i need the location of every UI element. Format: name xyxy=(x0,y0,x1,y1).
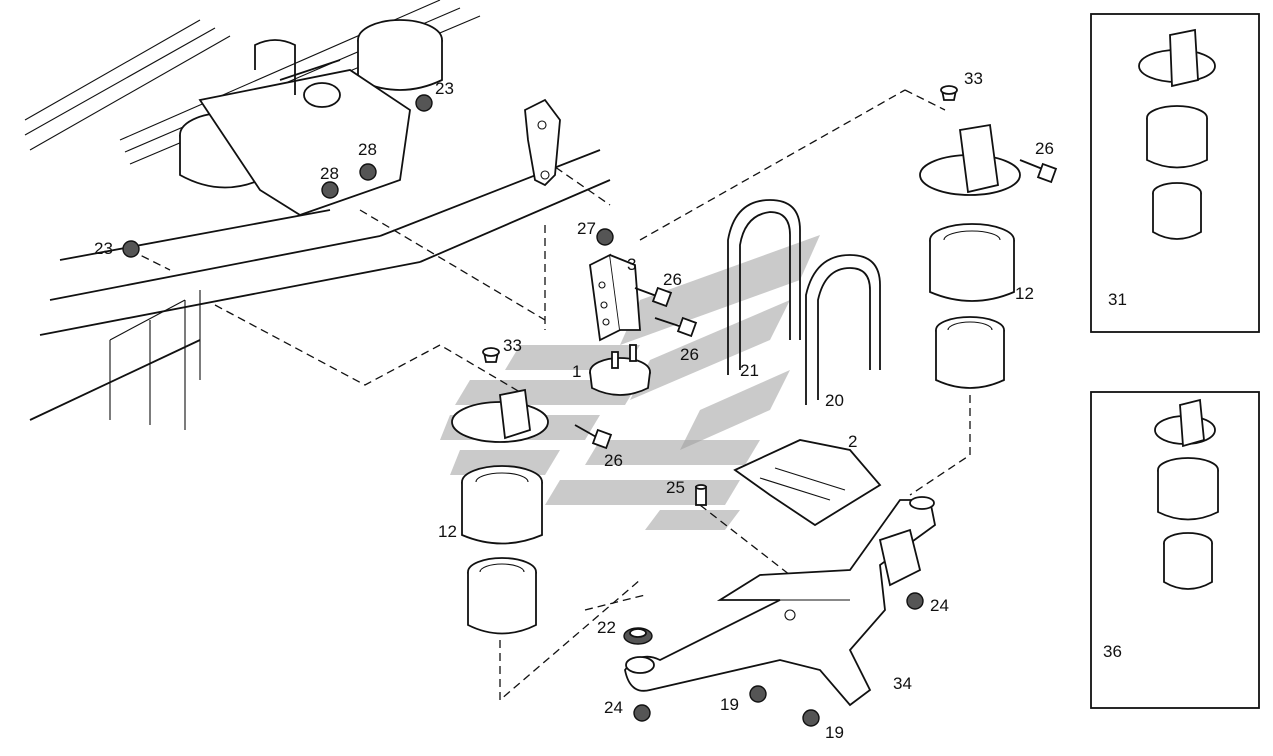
right-piston xyxy=(935,316,1005,389)
label-23-left: 23 xyxy=(94,239,113,258)
part-22-washer xyxy=(623,627,653,645)
label-24-bottom: 24 xyxy=(604,698,623,717)
part-33-caps xyxy=(482,85,958,363)
part-2-saddle xyxy=(733,439,882,527)
label-26-d: 26 xyxy=(1035,139,1054,158)
label-28-a: 28 xyxy=(358,140,377,159)
inset-box-36 xyxy=(1090,391,1260,709)
label-19-b: 19 xyxy=(825,723,844,742)
mounted-air-spring-assembly xyxy=(179,19,443,216)
label-1: 1 xyxy=(572,362,581,381)
label-20: 20 xyxy=(825,391,844,410)
part-3-bracket xyxy=(589,253,641,342)
nut-27 xyxy=(596,228,614,246)
left-spring-12 xyxy=(461,465,543,545)
part-labels: 1 2 3 12 12 19 19 20 21 22 23 23 24 24 2… xyxy=(94,69,1127,742)
frame-bracket xyxy=(524,98,561,187)
u-bolts xyxy=(727,199,881,405)
nut-19-b xyxy=(802,709,820,727)
inset-box-31 xyxy=(1090,13,1260,333)
label-22: 22 xyxy=(597,618,616,637)
part-26-bolts xyxy=(574,159,1058,450)
part-34-trailing-arm xyxy=(624,496,936,707)
label-25: 25 xyxy=(666,478,685,497)
label-27: 27 xyxy=(577,219,596,238)
nut-23-left xyxy=(122,240,140,258)
label-19-a: 19 xyxy=(720,695,739,714)
label-34: 34 xyxy=(893,674,912,693)
label-12-right: 12 xyxy=(1015,284,1034,303)
label-12-left: 12 xyxy=(438,522,457,541)
label-28-b: 28 xyxy=(320,164,339,183)
left-top-plate xyxy=(451,388,549,443)
part-25-pin xyxy=(695,484,707,506)
label-33-b: 33 xyxy=(964,69,983,88)
nut-19-a xyxy=(749,685,767,703)
label-21: 21 xyxy=(740,361,759,380)
label-23-top: 23 xyxy=(435,79,454,98)
label-33-a: 33 xyxy=(503,336,522,355)
label-24-right: 24 xyxy=(930,596,949,615)
label-26-a: 26 xyxy=(663,270,682,289)
label-2: 2 xyxy=(848,432,857,451)
watermark-logo xyxy=(440,235,820,530)
left-piston xyxy=(467,557,537,635)
part-1-spring-top xyxy=(589,344,651,396)
label-31: 31 xyxy=(1108,290,1127,309)
label-26-c: 26 xyxy=(604,451,623,470)
right-top-plate xyxy=(919,123,1021,196)
right-spring-12 xyxy=(929,223,1015,302)
label-3: 3 xyxy=(627,255,636,274)
nuts xyxy=(122,94,924,727)
nut-24-bottom xyxy=(633,704,651,722)
nut-23-top xyxy=(415,94,433,112)
label-36: 36 xyxy=(1103,642,1122,661)
label-26-b: 26 xyxy=(680,345,699,364)
nut-24-right xyxy=(906,592,924,610)
